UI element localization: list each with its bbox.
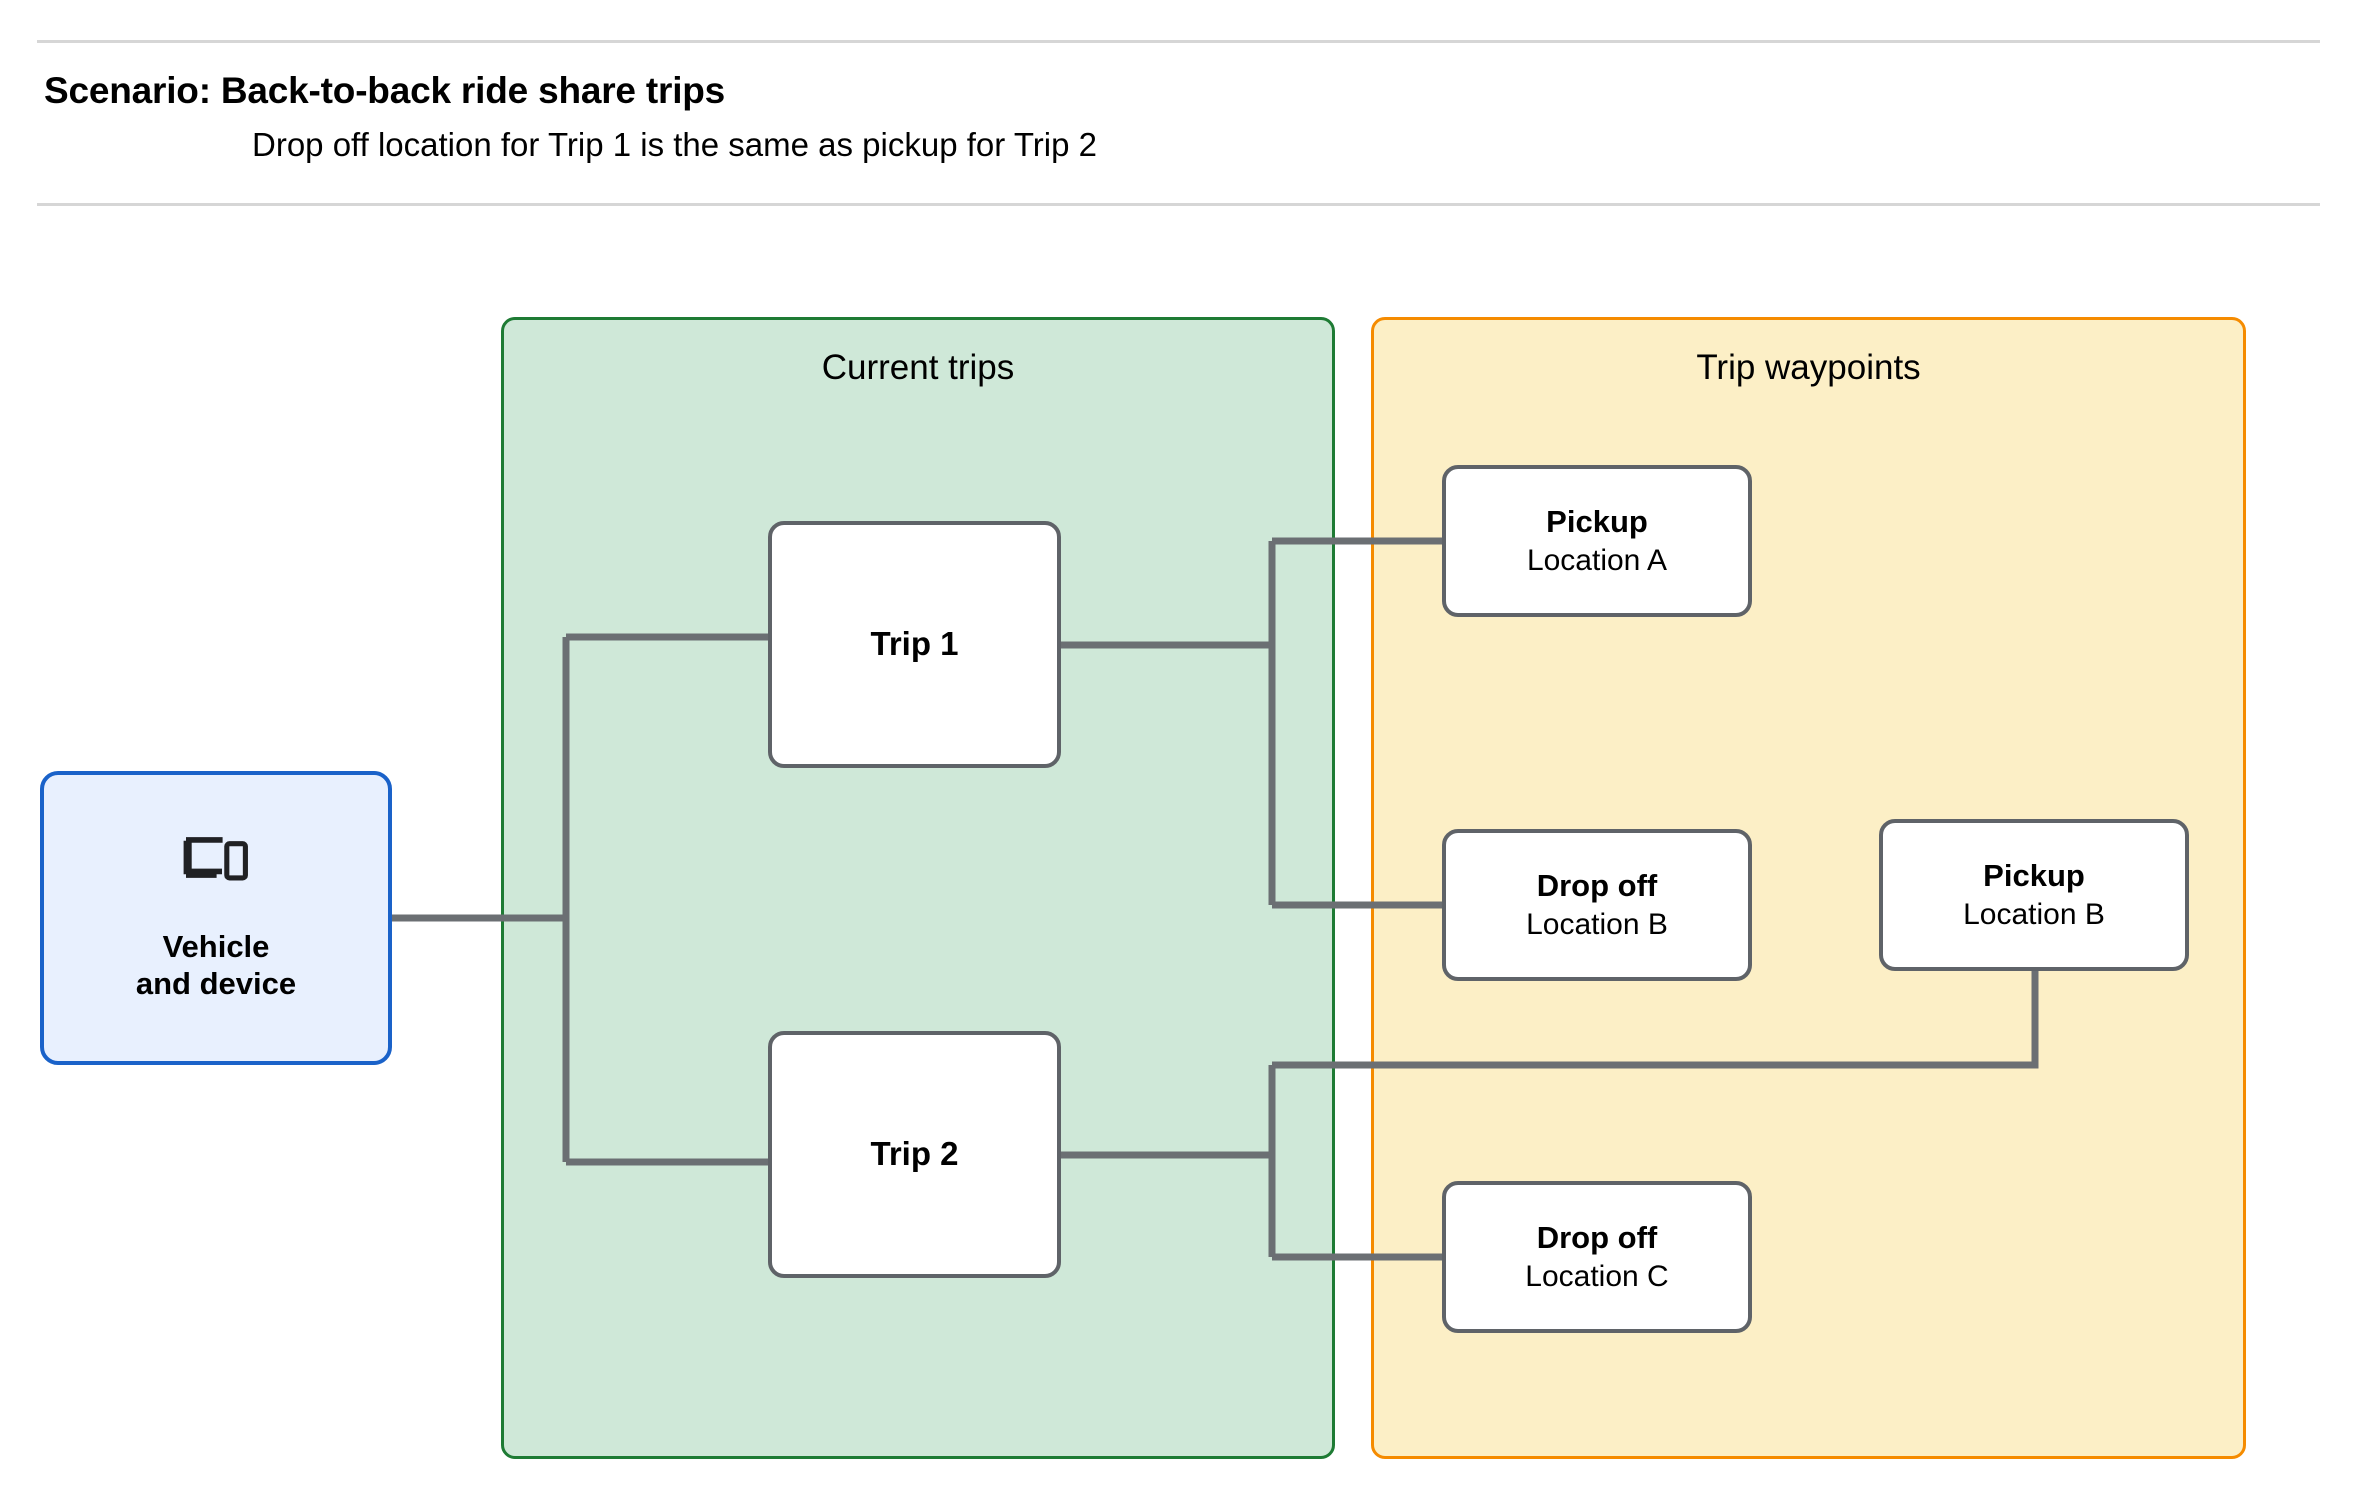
node-vehicle-label: Vehicle and device [135, 929, 297, 1001]
node-dropoff-b-title: Drop off [1536, 868, 1658, 904]
group-current-trips-title: Current trips [821, 348, 1015, 387]
node-pickup-a-location: Location A [1526, 543, 1668, 577]
node-trip-1-label: Trip 1 [870, 625, 959, 663]
node-pickup-b-location: Location B [1963, 897, 2105, 931]
node-pickup-a-title: Pickup [1546, 504, 1648, 540]
node-dropoff-c-location: Location C [1525, 1259, 1669, 1293]
node-trip-2-label: Trip 2 [870, 1135, 959, 1173]
header-divider-top [37, 40, 2320, 43]
node-trip-1[interactable]: Trip 1 [768, 521, 1061, 768]
page-title: Scenario: Back-to-back ride share trips [44, 70, 726, 111]
header-divider-bottom [37, 203, 2320, 206]
node-pickup-b-title: Pickup [1983, 858, 2085, 894]
node-waypoint-dropoff-b[interactable]: Drop off Location B [1442, 829, 1752, 981]
node-waypoint-pickup-b[interactable]: Pickup Location B [1879, 819, 2189, 971]
node-waypoint-pickup-a[interactable]: Pickup Location A [1442, 465, 1752, 617]
node-vehicle-and-device[interactable]: Vehicle and device [40, 771, 392, 1065]
page-subtitle: Drop off location for Trip 1 is the same… [252, 126, 1097, 163]
node-waypoint-dropoff-c[interactable]: Drop off Location C [1442, 1181, 1752, 1333]
node-dropoff-b-location: Location B [1526, 907, 1668, 941]
group-trip-waypoints-title: Trip waypoints [1696, 348, 1921, 387]
group-current-trips: Current trips [501, 317, 1335, 1459]
devices-icon [183, 837, 248, 881]
node-trip-2[interactable]: Trip 2 [768, 1031, 1061, 1278]
node-dropoff-c-title: Drop off [1536, 1220, 1658, 1256]
